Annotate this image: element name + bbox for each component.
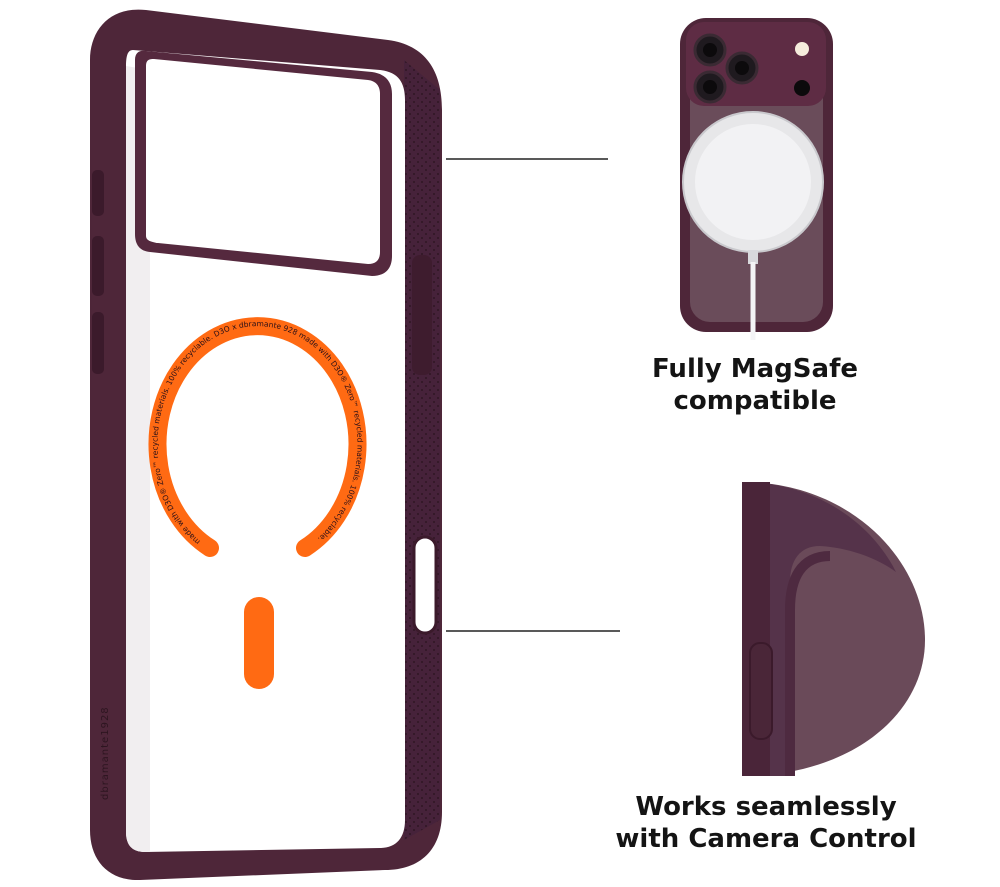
- camera-control-caption: Works seamlessly with Camera Control: [590, 792, 942, 855]
- magsafe-phone-thumbnail: [680, 18, 833, 340]
- power-button: [412, 255, 432, 375]
- magsafe-ring: [148, 317, 367, 557]
- camera-control-cutout: [412, 535, 438, 635]
- side-brand-text: dbramante1928: [100, 706, 111, 800]
- camera-control-caption-line2: with Camera Control: [615, 823, 917, 854]
- magsafe-caption: Fully MagSafe compatible: [600, 354, 910, 417]
- magsafe-caption-line1: Fully MagSafe: [651, 354, 859, 384]
- magsafe-orientation-bar: [244, 597, 274, 689]
- camera-control-button-icon: [749, 642, 773, 740]
- volume-down-button: [92, 312, 104, 374]
- action-button: [92, 170, 104, 216]
- camera-control-caption-line1: Works seamlessly: [635, 792, 897, 822]
- camera-control-closeup: [742, 482, 925, 776]
- volume-up-button: [92, 236, 104, 296]
- magsafe-caption-line2: compatible: [673, 385, 837, 416]
- case-grip-texture: [404, 60, 440, 840]
